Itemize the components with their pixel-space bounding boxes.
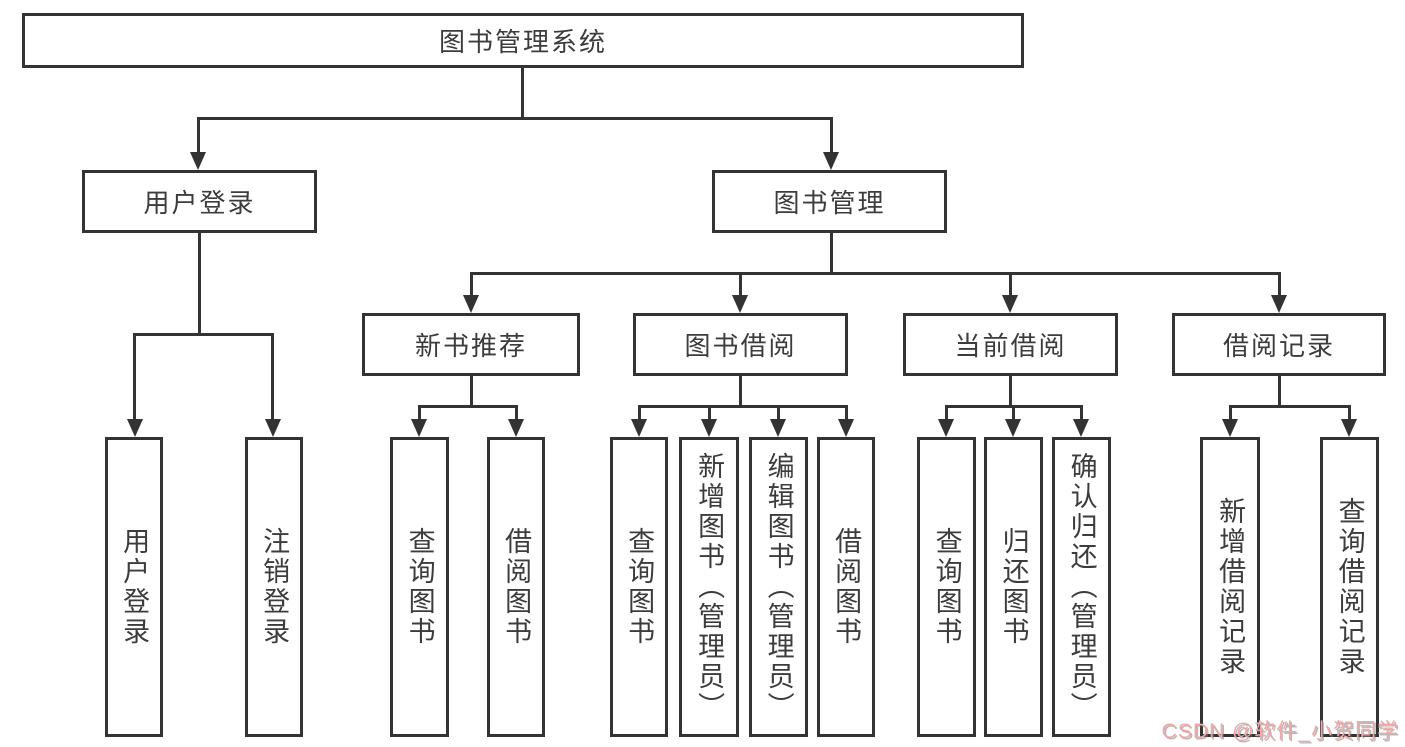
connector-to-br-query <box>1348 405 1351 423</box>
connector-bookmgmt-stem <box>830 233 833 274</box>
connector-bb-rail <box>638 405 847 408</box>
arrowhead-book-mgmt <box>823 152 839 170</box>
arrowhead-book-borrow <box>732 295 748 313</box>
node-bb-borrow-book-label: 借阅图书 <box>831 527 862 647</box>
node-cb-confirm-return-label: 确认归还（管理员） <box>1066 452 1097 722</box>
connector-to-bb-add <box>708 405 711 423</box>
node-bb-edit-book-label: 编辑图书（管理员） <box>763 452 794 722</box>
arrowhead-cb-confirm <box>1073 419 1089 437</box>
arrowhead-bb-edit <box>770 419 786 437</box>
connector-br-stem <box>1278 376 1281 407</box>
connector-to-ul-logout <box>271 333 274 421</box>
node-br-add-record-label: 新增借阅记录 <box>1215 497 1246 677</box>
arrowhead-bb-borrow <box>838 419 854 437</box>
connector-to-current-borrow <box>1009 272 1012 297</box>
node-ul-user-login: 用户登录 <box>105 437 163 737</box>
connector-to-nb-borrow <box>515 405 518 423</box>
connector-to-nb-query <box>418 405 421 423</box>
connector-userlogin-stem <box>198 233 201 335</box>
node-borrow-record: 借阅记录 <box>1172 313 1386 376</box>
node-nb-query-book: 查询图书 <box>390 437 449 737</box>
node-bb-query-book: 查询图书 <box>610 437 668 737</box>
node-br-query-record: 查询借阅记录 <box>1320 437 1379 737</box>
node-cb-query-book-label: 查询图书 <box>931 527 962 647</box>
connector-root-rail <box>197 117 832 120</box>
arrowhead-user-login <box>190 152 206 170</box>
node-root-label: 图书管理系统 <box>438 27 607 57</box>
node-new-book-rec: 新书推荐 <box>362 313 580 376</box>
connector-to-ul-login <box>133 333 136 421</box>
arrowhead-ul-logout <box>265 419 281 437</box>
connector-to-new-book-rec <box>470 272 473 297</box>
csdn-watermark: CSDN @软件_小贺同学 <box>1161 720 1399 743</box>
connector-root-stem <box>521 68 524 118</box>
connector-to-bb-query <box>638 405 641 423</box>
node-borrow-record-label: 借阅记录 <box>1222 331 1335 361</box>
node-bb-query-book-label: 查询图书 <box>624 527 655 647</box>
node-br-query-record-label: 查询借阅记录 <box>1334 497 1365 677</box>
connector-to-user-login <box>197 117 200 154</box>
arrowhead-bb-add <box>701 419 717 437</box>
node-book-borrow-label: 图书借阅 <box>684 331 797 361</box>
node-ul-user-login-label: 用户登录 <box>119 527 150 647</box>
connector-userlogin-rail <box>133 333 274 336</box>
connector-nb-rail <box>418 405 518 408</box>
arrowhead-current-borrow <box>1002 295 1018 313</box>
node-bb-edit-book: 编辑图书（管理员） <box>749 437 808 737</box>
connector-to-book-mgmt <box>830 117 833 154</box>
node-book-mgmt: 图书管理 <box>712 170 947 233</box>
connector-to-cb-return <box>1012 405 1015 423</box>
node-ul-logout-label: 注销登录 <box>259 527 290 647</box>
connector-to-bb-edit <box>777 405 780 423</box>
arrowhead-cb-return <box>1005 419 1021 437</box>
arrowhead-nb-query <box>411 419 427 437</box>
node-user-login: 用户登录 <box>82 170 317 233</box>
node-br-add-record: 新增借阅记录 <box>1200 437 1260 737</box>
node-nb-query-book-label: 查询图书 <box>404 527 435 647</box>
node-cb-return-book: 归还图书 <box>984 437 1043 737</box>
arrowhead-br-query <box>1341 419 1357 437</box>
connector-nb-stem <box>470 376 473 407</box>
arrowhead-nb-borrow <box>508 419 524 437</box>
node-cb-query-book: 查询图书 <box>917 437 976 737</box>
connector-br-rail <box>1229 405 1350 408</box>
node-bb-add-book: 新增图书（管理员） <box>679 437 739 737</box>
arrowhead-ul-login <box>127 419 143 437</box>
connector-to-br-add <box>1229 405 1232 423</box>
connector-bookmgmt-rail <box>470 272 1280 275</box>
connector-to-bb-borrow <box>845 405 848 423</box>
arrowhead-new-book-rec <box>463 295 479 313</box>
connector-to-borrow-record <box>1278 272 1281 297</box>
arrowhead-borrow-record <box>1271 295 1287 313</box>
connector-bb-stem <box>739 376 742 407</box>
connector-to-cb-confirm <box>1080 405 1083 423</box>
node-nb-borrow-book-label: 借阅图书 <box>501 527 532 647</box>
node-ul-logout: 注销登录 <box>245 437 303 737</box>
connector-cb-stem <box>1009 376 1012 407</box>
node-current-borrow-label: 当前借阅 <box>954 331 1067 361</box>
node-book-borrow: 图书借阅 <box>633 313 848 376</box>
node-cb-confirm-return: 确认归还（管理员） <box>1052 437 1111 737</box>
node-bb-add-book-label: 新增图书（管理员） <box>694 452 725 722</box>
node-cb-return-book-label: 归还图书 <box>998 527 1029 647</box>
node-new-book-rec-label: 新书推荐 <box>414 331 527 361</box>
node-nb-borrow-book: 借阅图书 <box>487 437 545 737</box>
arrowhead-bb-query <box>631 419 647 437</box>
node-root: 图书管理系统 <box>22 13 1024 68</box>
connector-to-book-borrow <box>739 272 742 297</box>
node-user-login-label: 用户登录 <box>143 188 256 218</box>
node-bb-borrow-book: 借阅图书 <box>817 437 875 737</box>
arrowhead-cb-query <box>938 419 954 437</box>
arrowhead-br-add <box>1222 419 1238 437</box>
node-book-mgmt-label: 图书管理 <box>773 188 886 218</box>
connector-to-cb-query <box>945 405 948 423</box>
node-current-borrow: 当前借阅 <box>903 313 1118 376</box>
